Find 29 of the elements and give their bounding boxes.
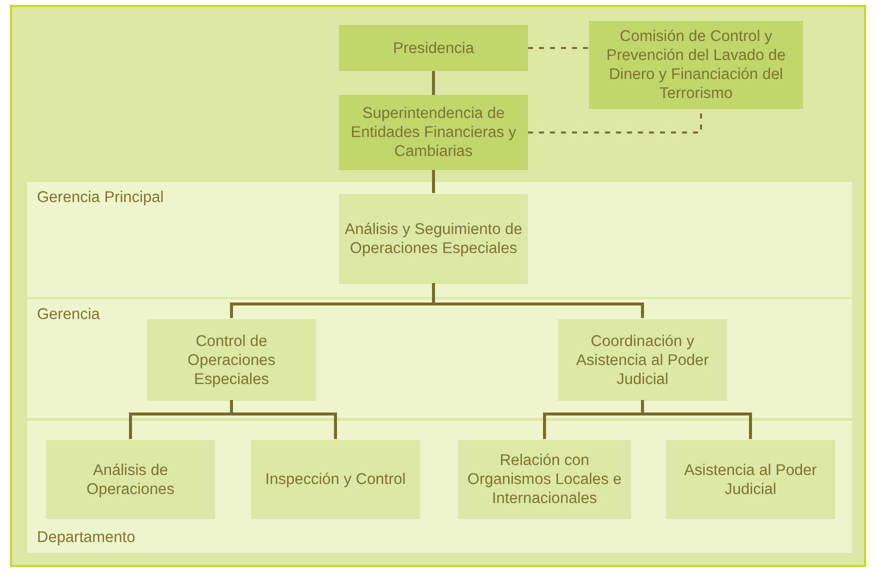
org-box [666, 440, 835, 519]
org-box [339, 25, 528, 71]
box-label: Inspección y Control [265, 470, 406, 489]
box-label: Control de Operaciones Especiales [186, 332, 276, 388]
org-box [339, 194, 528, 284]
org-box [251, 440, 420, 519]
level-label: Departamento [37, 528, 136, 547]
org-box [46, 440, 215, 519]
box-label: Análisis y Seguimiento de Operaciones Especiales [344, 220, 524, 258]
org-box [147, 319, 316, 401]
box-label: Análisis de Operaciones [86, 460, 176, 498]
level-band [27, 298, 852, 418]
org-box [458, 440, 631, 519]
level-label: Gerencia [37, 305, 100, 324]
connector-line [432, 71, 435, 95]
dashed-connector [528, 47, 589, 49]
box-label: Asistencia al Poder Judicial [683, 460, 818, 498]
box-label: Superintendencia de Entidades Financieras y Cambiarias [350, 104, 518, 161]
level-label: Gerencia Principal [37, 188, 164, 207]
connector-line [432, 170, 435, 193]
box-label: Presidencia [393, 38, 474, 58]
box-label: Comisión de Control y Prevención del Lavado de Dinero y Financiación del Terrorismo [605, 27, 787, 103]
level-band [27, 181, 852, 297]
level-band [27, 420, 852, 553]
box-label: Coordinación y Asistencia al Poder Judicial [575, 332, 710, 388]
org-box [558, 319, 727, 401]
org-box [339, 95, 528, 170]
box-label: Relación con Organismos Locales e Internacionales [466, 451, 623, 508]
org-box [589, 21, 803, 109]
